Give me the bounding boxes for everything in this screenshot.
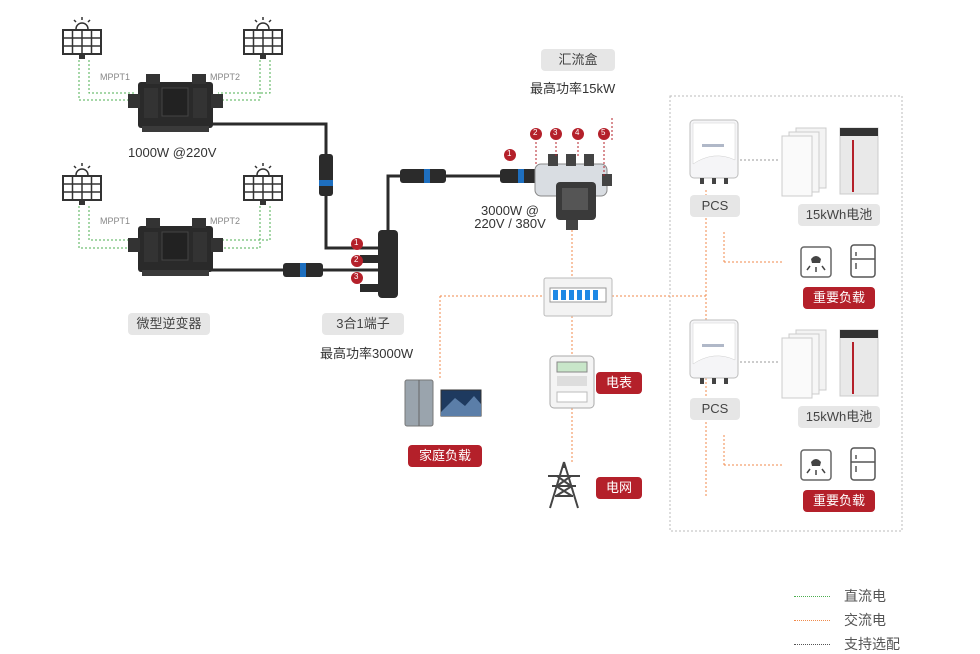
meter-label: 电表 bbox=[596, 372, 642, 394]
terminal-power: 最高功率3000W bbox=[320, 346, 414, 361]
legend-swatch-optional bbox=[794, 644, 830, 645]
transmission-tower-icon bbox=[548, 461, 580, 509]
critical-load-light-icon bbox=[800, 246, 832, 278]
combiner-box-label: 汇流盒 bbox=[541, 49, 615, 71]
micro-inverter-icon bbox=[127, 217, 224, 277]
mppt-label: MPPT2 bbox=[210, 72, 241, 82]
critical-load-fridge-icon bbox=[850, 244, 876, 278]
optional-line bbox=[740, 159, 780, 363]
box-input-badges bbox=[504, 128, 610, 161]
pcs-label: PCS bbox=[690, 195, 740, 217]
ac-line bbox=[439, 190, 782, 498]
meter-icon bbox=[549, 355, 595, 409]
box-input-badge: 4 bbox=[575, 128, 580, 137]
home-load-label: 家庭负载 bbox=[408, 445, 482, 467]
box-input-badge: 1 bbox=[507, 149, 512, 158]
box-rating: 3000W @ bbox=[481, 203, 539, 218]
legend-swatch-dc bbox=[794, 596, 830, 597]
micro-inverter-label: 微型逆变器 bbox=[128, 313, 210, 335]
mppt-label: MPPT2 bbox=[210, 216, 241, 226]
critical-load-fridge-icon bbox=[850, 447, 876, 481]
pcs-inverter-icon bbox=[689, 119, 739, 185]
legend-label: 直流电 bbox=[844, 588, 886, 604]
battery-label: 15kWh电池 bbox=[798, 204, 880, 226]
legend-label: 支持选配 bbox=[844, 636, 900, 652]
terminal-badge: 2 bbox=[354, 255, 359, 264]
mppt-label: MPPT1 bbox=[100, 72, 131, 82]
fridge-tv-icon bbox=[404, 379, 482, 427]
terminal-badge: 1 bbox=[354, 238, 359, 247]
terminal-label: 3合1端子 bbox=[322, 313, 404, 335]
optional-storage-box bbox=[669, 95, 903, 532]
dc-line bbox=[78, 60, 271, 249]
legend-swatch-ac bbox=[794, 620, 830, 621]
ac-line bbox=[535, 118, 613, 176]
connector-icon bbox=[283, 154, 540, 277]
critical-load-label: 重要负载 bbox=[803, 287, 875, 309]
solar-panel-icon bbox=[243, 162, 283, 206]
box-rating: 220V / 380V bbox=[474, 216, 546, 231]
pcs-label: PCS bbox=[690, 398, 740, 420]
three-in-one-terminal-icon bbox=[378, 230, 398, 298]
pcs-inverter-icon bbox=[689, 319, 739, 385]
mppt-label: MPPT1 bbox=[100, 216, 131, 226]
grid-label: 电网 bbox=[596, 477, 642, 499]
box-input-badge: 5 bbox=[601, 128, 606, 137]
critical-load-light-icon bbox=[800, 449, 832, 481]
micro-inverter-icon bbox=[127, 73, 224, 133]
terminal-badge: 3 bbox=[354, 272, 359, 281]
distribution-board-icon bbox=[543, 277, 613, 317]
box-input-badge: 2 bbox=[533, 128, 538, 137]
critical-load-label: 重要负载 bbox=[803, 490, 875, 512]
inverter-rating: 1000W @220V bbox=[128, 145, 217, 160]
battery-label: 15kWh电池 bbox=[798, 406, 880, 428]
terminal-badges bbox=[351, 238, 363, 284]
legend-label: 交流电 bbox=[844, 612, 886, 628]
battery-icon bbox=[781, 329, 879, 399]
solar-panel-icon bbox=[243, 16, 283, 60]
combiner-box-power: 最高功率15kW bbox=[530, 81, 616, 96]
box-input-badge: 3 bbox=[553, 128, 558, 137]
combiner-box-icon bbox=[534, 154, 612, 230]
solar-panel-icon bbox=[62, 162, 102, 206]
solar-panel-icon bbox=[62, 16, 102, 60]
battery-icon bbox=[781, 127, 879, 197]
